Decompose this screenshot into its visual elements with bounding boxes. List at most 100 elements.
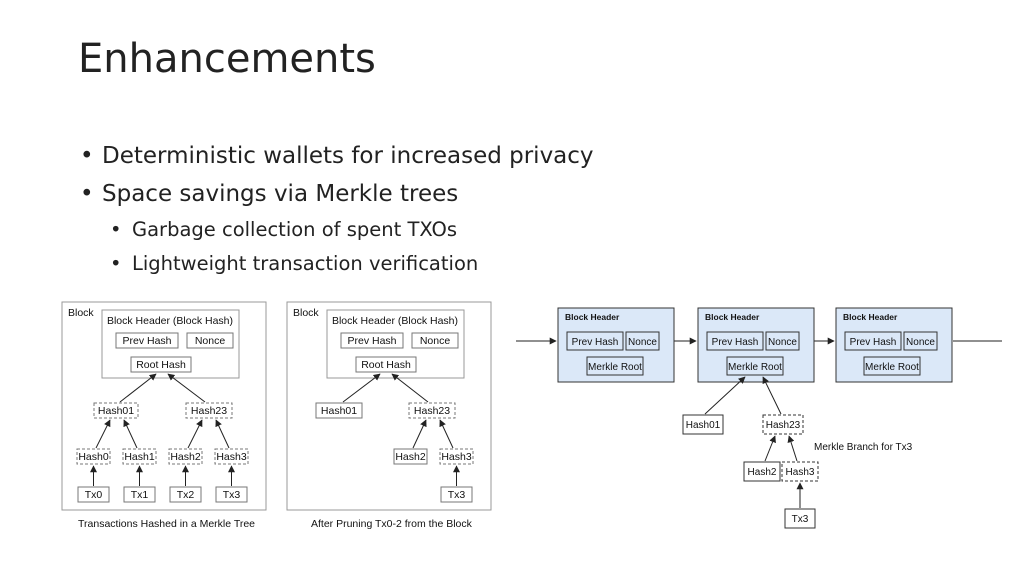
hash3-label: Hash3 bbox=[786, 467, 815, 478]
merkle-branch-label: Merkle Branch for Tx3 bbox=[814, 442, 913, 453]
bullet-text: Deterministic wallets for increased priv… bbox=[102, 143, 594, 169]
tree-arrows bbox=[342, 373, 460, 486]
nonce-label: Nonce bbox=[195, 335, 226, 347]
hash1-box bbox=[122, 448, 157, 465]
bullet-item: • Space savings via Merkle trees bbox=[80, 175, 594, 213]
merkle-root-label: Merkle Root bbox=[865, 362, 919, 373]
hash23-label: Hash23 bbox=[414, 405, 450, 417]
bullet-dot-icon: • bbox=[80, 181, 94, 207]
root-hash-label: Root Hash bbox=[136, 359, 186, 371]
hash3-box bbox=[214, 448, 249, 465]
nonce-box bbox=[186, 332, 234, 349]
block-label: Block bbox=[293, 307, 319, 319]
merkle-branch-figure: Block Header Prev Hash Nonce Merkle Root… bbox=[516, 307, 1002, 529]
tx0-box bbox=[77, 486, 110, 503]
nonce-box bbox=[411, 332, 459, 349]
hash1-label: Hash1 bbox=[124, 451, 155, 463]
merkle-root-label: Merkle Root bbox=[728, 362, 782, 373]
merkle-root-box bbox=[586, 356, 644, 376]
hash2-box bbox=[168, 448, 203, 465]
prev-hash-label: Prev Hash bbox=[347, 335, 396, 347]
tx3-label: Tx3 bbox=[448, 489, 466, 501]
merkle-root-label: Merkle Root bbox=[588, 362, 642, 373]
hash2-label: Hash2 bbox=[170, 451, 201, 463]
figure-caption: After Pruning Tx0-2 from the Block bbox=[311, 518, 473, 530]
prev-hash-label: Prev Hash bbox=[122, 335, 171, 347]
merkle-root-box bbox=[863, 356, 921, 376]
tree-arrows bbox=[90, 373, 235, 486]
hash0-label: Hash0 bbox=[78, 451, 109, 463]
hash01-label: Hash01 bbox=[321, 405, 357, 417]
nonce-box bbox=[903, 331, 938, 351]
prev-hash-label: Prev Hash bbox=[712, 337, 759, 348]
hash2-label: Hash2 bbox=[395, 451, 426, 463]
merkle-tree-figure: Block Block Header (Block Hash) Prev Has… bbox=[61, 301, 267, 530]
sub-bullet-item: • Garbage collection of spent TXOs bbox=[110, 213, 594, 247]
hash3-label: Hash3 bbox=[216, 451, 247, 463]
sub-bullet-text: Garbage collection of spent TXOs bbox=[132, 218, 457, 241]
tx3-box bbox=[784, 508, 816, 529]
bullet-list: • Deterministic wallets for increased pri… bbox=[80, 137, 594, 281]
tx2-box bbox=[169, 486, 202, 503]
figure-caption: Transactions Hashed in a Merkle Tree bbox=[78, 518, 255, 530]
hash2-box bbox=[393, 448, 428, 465]
nonce-label: Nonce bbox=[768, 337, 797, 348]
hash2-label: Hash2 bbox=[748, 467, 777, 478]
sub-bullet-text: Lightweight transaction verification bbox=[132, 252, 479, 275]
bullet-item: • Deterministic wallets for increased pri… bbox=[80, 137, 594, 175]
hash23-box bbox=[185, 402, 233, 419]
hash0-box bbox=[76, 448, 111, 465]
prev-hash-box bbox=[566, 331, 624, 351]
prev-hash-box bbox=[115, 332, 179, 349]
nonce-box bbox=[765, 331, 800, 351]
pruned-tree-figure: Block Block Header (Block Hash) Prev Has… bbox=[286, 301, 492, 530]
bullet-text: Space savings via Merkle trees bbox=[102, 181, 459, 207]
tx2-label: Tx2 bbox=[177, 489, 195, 501]
block-header-label: Block Header bbox=[705, 312, 760, 322]
merkle-root-box bbox=[726, 356, 784, 376]
bullet-dot-icon: • bbox=[110, 252, 122, 275]
prev-hash-box bbox=[706, 331, 764, 351]
block-header-label: Block Header bbox=[565, 312, 620, 322]
prev-hash-box bbox=[340, 332, 404, 349]
prev-hash-box bbox=[844, 331, 902, 351]
tx1-label: Tx1 bbox=[131, 489, 149, 501]
hash01-label: Hash01 bbox=[686, 420, 721, 431]
nonce-label: Nonce bbox=[906, 337, 935, 348]
hash23-box bbox=[762, 414, 804, 435]
prev-hash-label: Prev Hash bbox=[850, 337, 897, 348]
tx3-box bbox=[215, 486, 248, 503]
tx3-label: Tx3 bbox=[792, 514, 809, 525]
root-hash-box bbox=[130, 356, 192, 373]
hash23-label: Hash23 bbox=[766, 420, 801, 431]
sub-bullet-item: • Lightweight transaction verification bbox=[110, 247, 594, 281]
hash2-box bbox=[743, 461, 781, 482]
tx0-label: Tx0 bbox=[85, 489, 103, 501]
nonce-label: Nonce bbox=[628, 337, 657, 348]
hash23-box bbox=[408, 402, 456, 419]
block-label: Block bbox=[68, 307, 94, 319]
block-header-label: Block Header bbox=[843, 312, 898, 322]
block-header-label: Block Header (Block Hash) bbox=[332, 315, 458, 327]
slide-title: Enhancements bbox=[78, 36, 376, 82]
hash01-box bbox=[315, 402, 363, 419]
branch-arrows bbox=[704, 376, 804, 508]
hash23-label: Hash23 bbox=[191, 405, 227, 417]
block-header-label: Block Header (Block Hash) bbox=[107, 315, 233, 327]
hash3-box bbox=[781, 461, 819, 482]
tx3-box bbox=[440, 486, 473, 503]
bullet-dot-icon: • bbox=[80, 143, 94, 169]
tx1-box bbox=[123, 486, 156, 503]
root-hash-label: Root Hash bbox=[361, 359, 411, 371]
hash3-box bbox=[439, 448, 474, 465]
prev-hash-label: Prev Hash bbox=[572, 337, 619, 348]
nonce-label: Nonce bbox=[420, 335, 451, 347]
hash01-box bbox=[93, 402, 139, 419]
hash3-label: Hash3 bbox=[441, 451, 472, 463]
root-hash-box bbox=[355, 356, 417, 373]
hash01-box bbox=[682, 414, 724, 435]
tx3-label: Tx3 bbox=[223, 489, 241, 501]
bullet-dot-icon: • bbox=[110, 218, 122, 241]
hash01-label: Hash01 bbox=[98, 405, 134, 417]
